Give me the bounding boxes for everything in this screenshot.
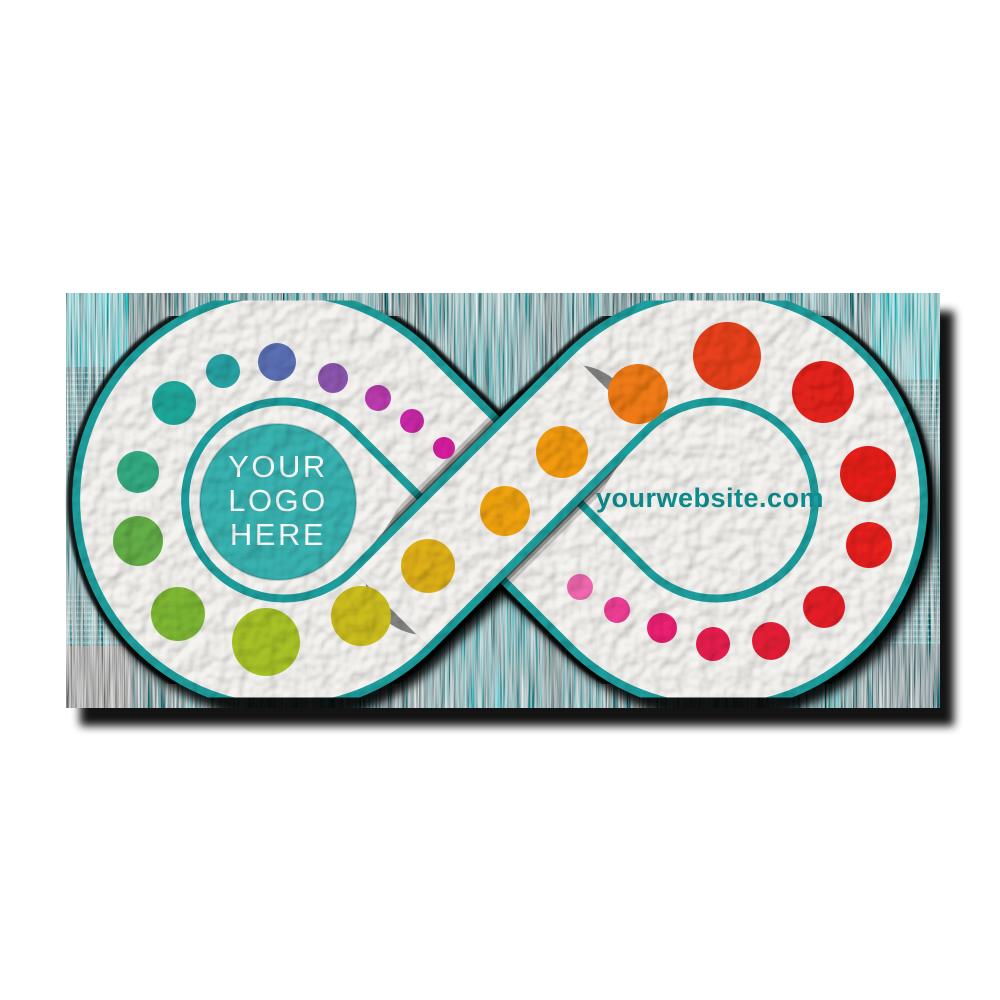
color-dot: [480, 486, 530, 536]
color-dot: [258, 343, 296, 381]
color-dot: [792, 361, 854, 423]
dark-patch-bottom-right: [872, 644, 940, 708]
color-dot: [117, 451, 159, 493]
rainbow-dot-ring: [113, 322, 896, 676]
logo-text-line-3: HERE: [230, 517, 326, 552]
color-dot: [608, 364, 668, 424]
color-dot: [152, 381, 196, 425]
color-dot: [647, 613, 677, 643]
color-dot: [693, 322, 761, 390]
color-dot: [696, 627, 730, 661]
color-dot: [331, 586, 391, 646]
color-dot: [232, 608, 300, 676]
color-dot: [113, 516, 163, 566]
color-dot: [365, 385, 391, 411]
color-dot: [752, 622, 790, 660]
logo-circle: [199, 423, 357, 581]
color-dot: [433, 437, 455, 459]
website-text: yourwebsite.com: [596, 483, 824, 513]
logo-text-line-1: YOUR: [228, 449, 328, 484]
color-dot: [206, 354, 240, 388]
color-dot: [846, 522, 892, 568]
color-dot: [151, 587, 205, 641]
color-dot: [840, 446, 896, 502]
gray-patch-bottom-left: [66, 646, 132, 708]
cyan-patch-top-left: [66, 293, 128, 367]
color-dot: [803, 586, 845, 628]
color-dot: [536, 426, 588, 478]
color-dot: [318, 363, 348, 393]
color-dot: [604, 597, 630, 623]
color-dot: [400, 409, 424, 433]
color-dot: [567, 574, 593, 600]
infinity-mat: YOUR LOGO HERE yourwebsite.com: [72, 288, 928, 712]
logo-text-line-2: LOGO: [228, 483, 328, 518]
color-dot: [401, 539, 455, 593]
